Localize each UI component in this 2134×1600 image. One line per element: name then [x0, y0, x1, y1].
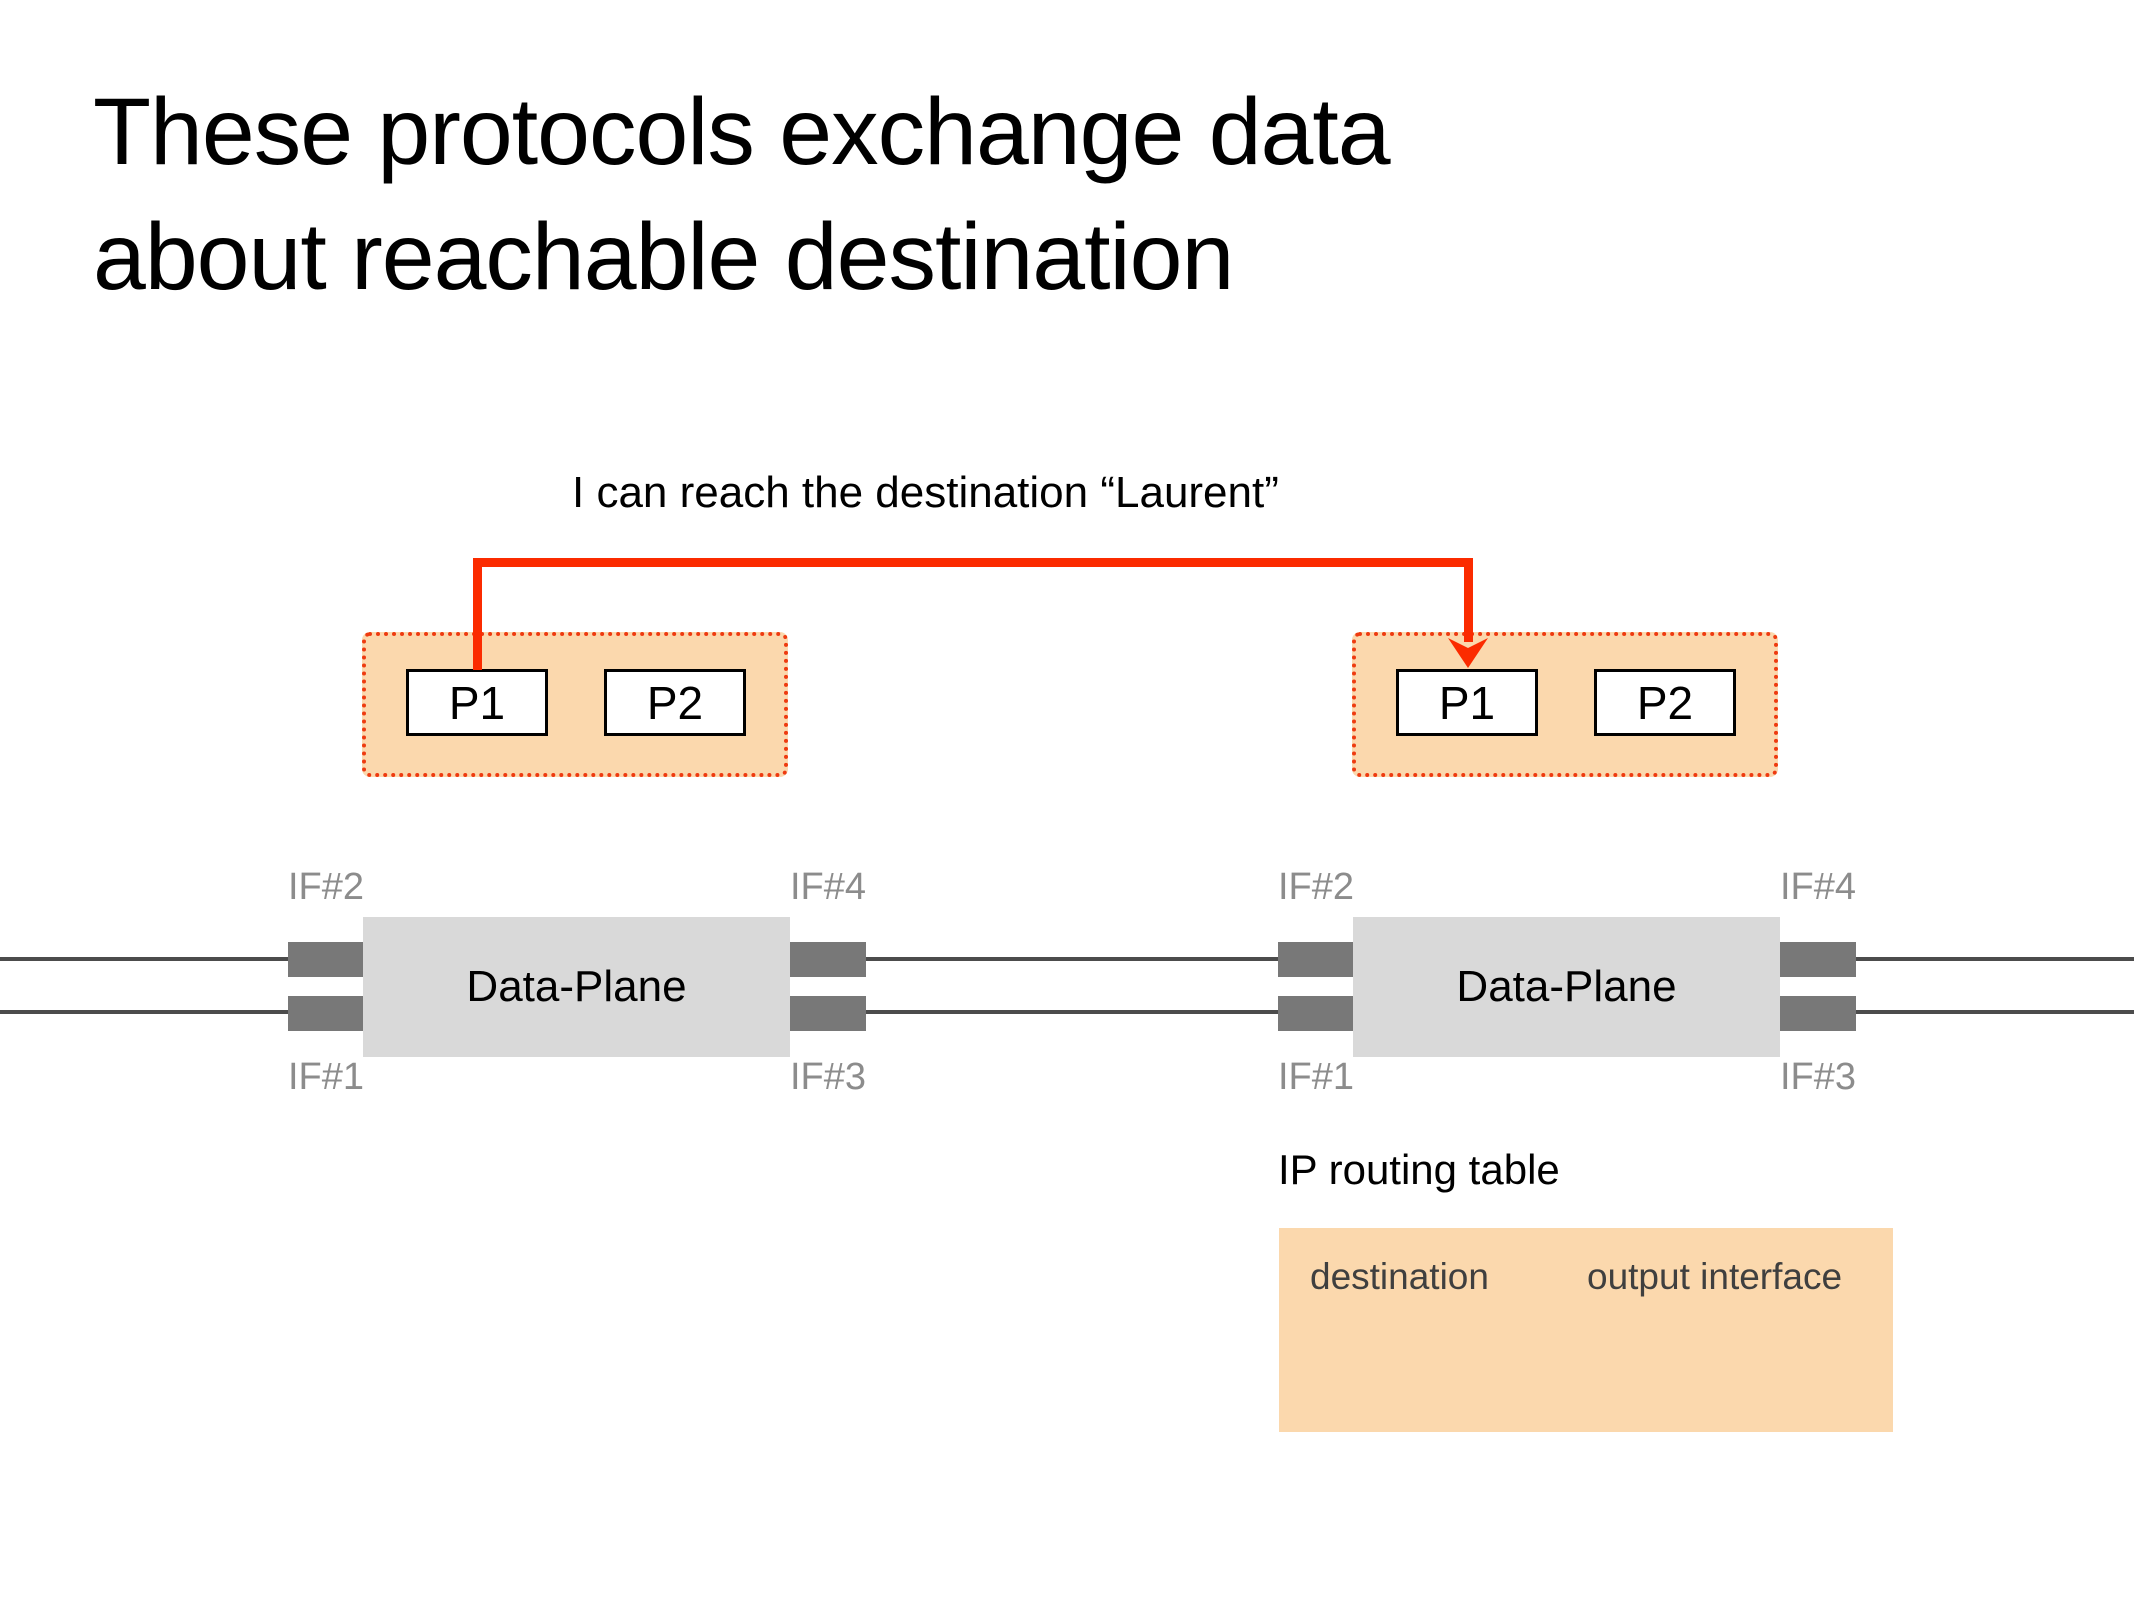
- interface-label-if2: IF#2: [288, 866, 365, 908]
- interface-label-if2: IF#2: [1278, 866, 1355, 908]
- interface-label-if3: IF#3: [790, 1056, 867, 1098]
- interface-label-if3: IF#3: [1780, 1056, 1857, 1098]
- interface-port-west-top: [1278, 942, 1354, 977]
- slide-title: These protocols exchange data about reac…: [93, 70, 1391, 321]
- protocol-box-p2: P2: [1594, 669, 1736, 736]
- network-link-line-top: [0, 957, 2134, 961]
- data-plane-box: Data-Plane: [1353, 917, 1780, 1057]
- protocol-box-p1: P1: [406, 669, 548, 736]
- interface-label-if4: IF#4: [1780, 866, 1857, 908]
- network-link-line-bottom: [0, 1010, 2134, 1014]
- interface-port-east-top: [790, 942, 866, 977]
- router-left: P1 P2 IF#2 IF#4 Data-Plane IF#1 IF#3: [288, 632, 867, 1098]
- protocol-box-p1: P1: [1396, 669, 1538, 736]
- routing-table-column-destination: destination: [1310, 1256, 1489, 1297]
- interface-port-west-bottom: [288, 996, 364, 1031]
- announcement-arrow-right-vertical: [1464, 558, 1473, 642]
- announcement-arrow-horizontal: [473, 558, 1473, 567]
- interface-port-west-top: [288, 942, 364, 977]
- reachability-callout: I can reach the destination “Laurent”: [572, 468, 1279, 517]
- protocol-box-p2: P2: [604, 669, 746, 736]
- routing-table: destination output interface: [1279, 1228, 1893, 1432]
- routing-table-title: IP routing table: [1278, 1146, 1560, 1193]
- interface-label-if1: IF#1: [1278, 1056, 1355, 1098]
- interface-port-east-bottom: [1780, 996, 1856, 1031]
- router-right: P1 P2 IF#2 IF#4 Data-Plane IF#1 IF#3: [990, 0, 2134, 1600]
- interface-port-west-bottom: [1278, 996, 1354, 1031]
- interface-port-east-top: [1780, 942, 1856, 977]
- routing-table-column-output-interface: output interface: [1587, 1256, 1843, 1297]
- interface-label-if4: IF#4: [790, 866, 867, 908]
- slide-title-line2: about reachable destination: [93, 204, 1234, 311]
- control-plane-box: P1 P2: [362, 632, 788, 777]
- interface-port-east-bottom: [790, 996, 866, 1031]
- control-plane-box: P1 P2: [1352, 632, 1778, 777]
- slide-title-line1: These protocols exchange data: [93, 79, 1391, 185]
- interface-label-if1: IF#1: [288, 1056, 365, 1098]
- announcement-arrow-left-vertical: [473, 558, 482, 670]
- data-plane-box: Data-Plane: [363, 917, 790, 1057]
- arrowhead-down-icon: [1448, 638, 1488, 668]
